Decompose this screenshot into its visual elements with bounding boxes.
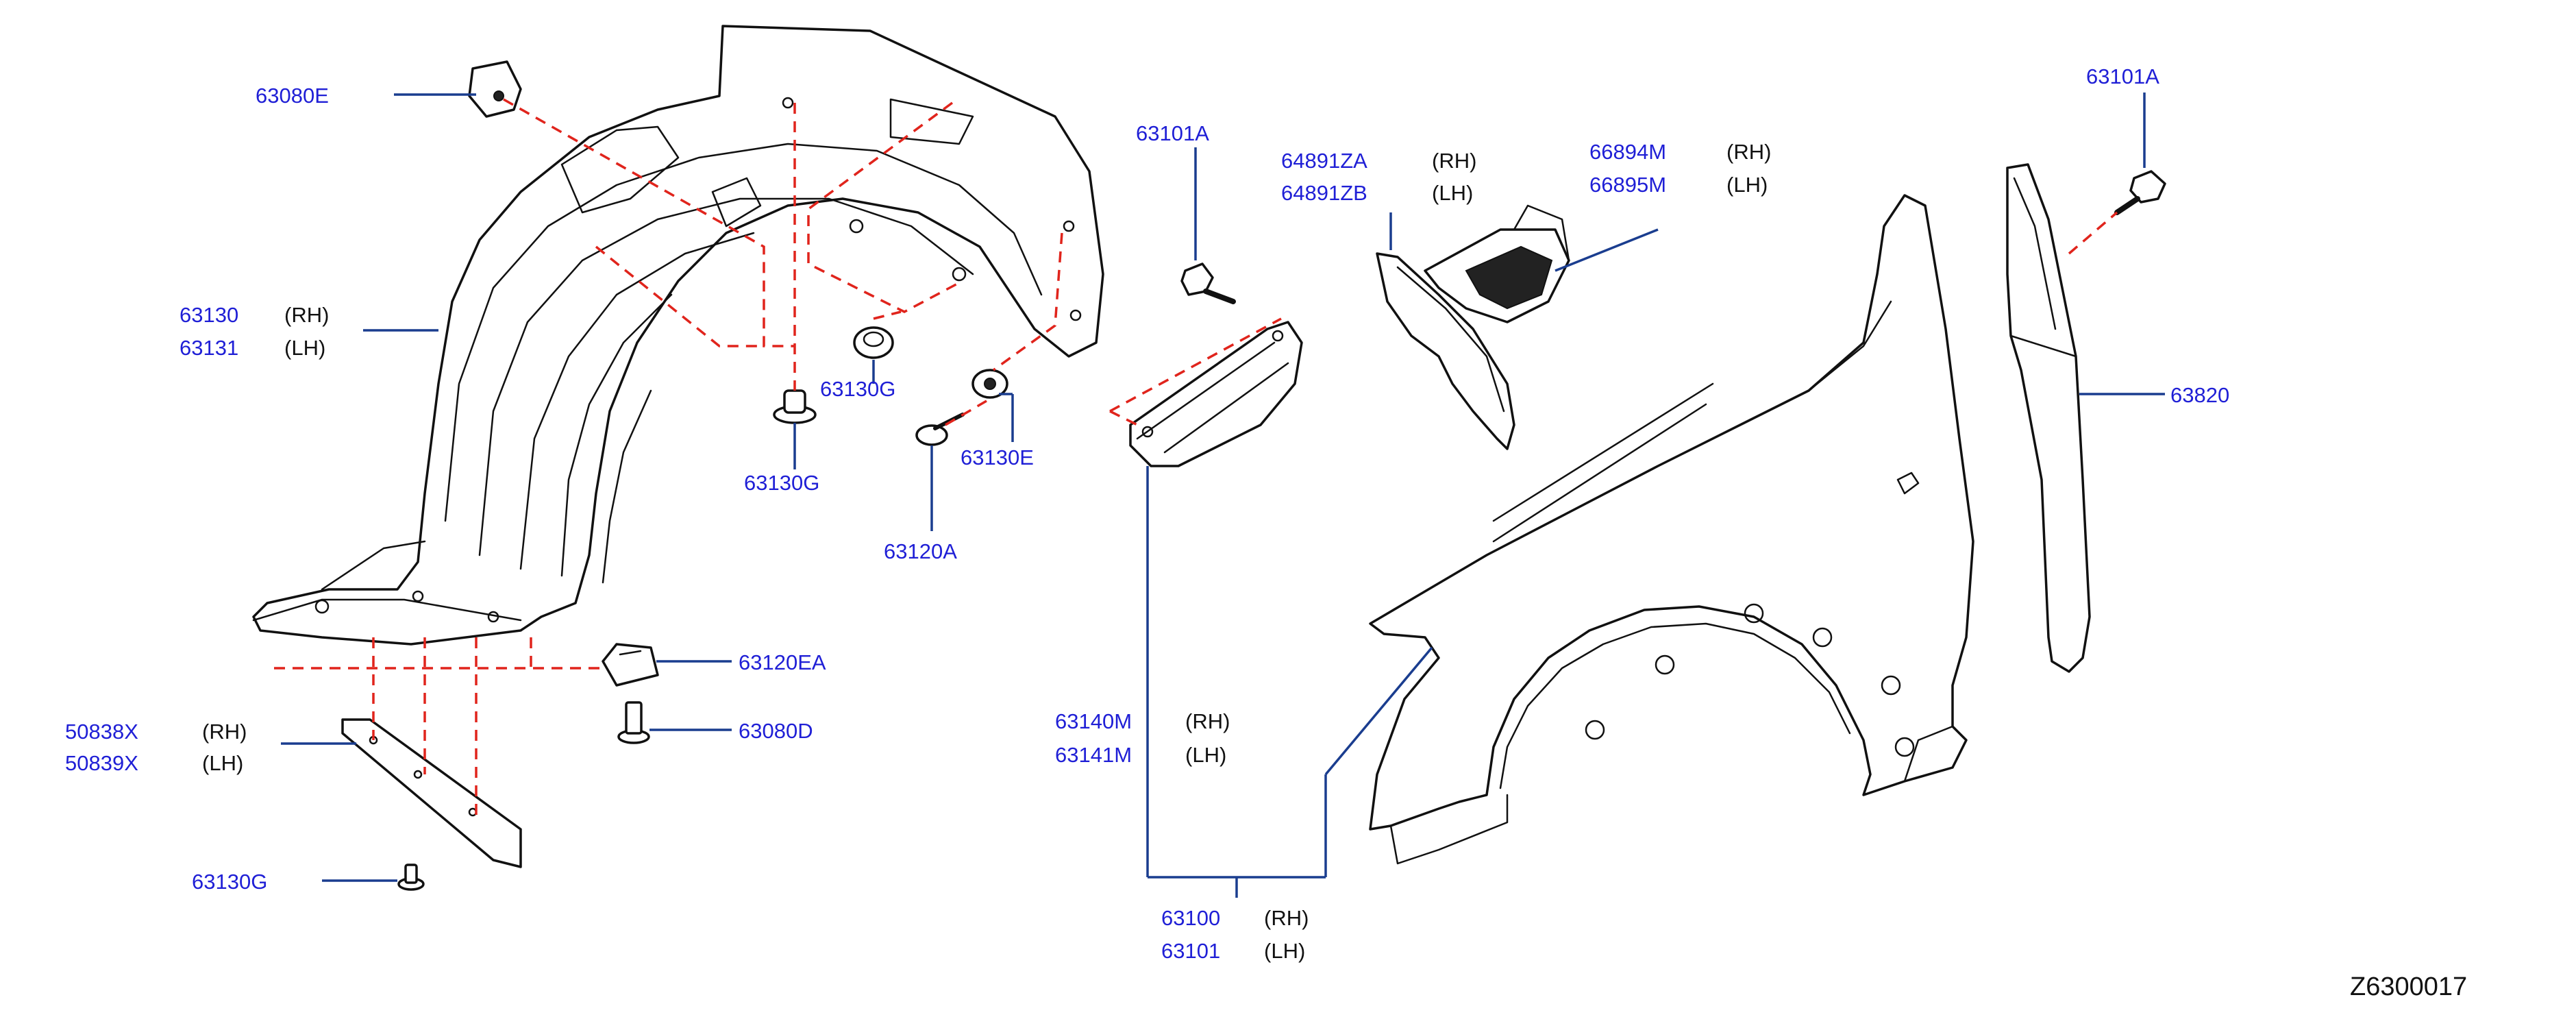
fender-seal-drawing [2006,163,2091,673]
callout-64891ZA: 64891ZA (RH) 64891ZB (LH) [1281,149,1476,205]
part-number: 63131 [179,336,238,360]
callout-63120EA: 63120EA [739,650,826,674]
side-label: (LH) [1726,173,1768,197]
side-label: (LH) [1264,939,1305,963]
part-number: 63120EA [739,650,826,674]
side-label: (RH) [1264,906,1309,930]
side-label: (RH) [1726,140,1771,164]
fender-insulator-drawing [1376,252,1515,450]
part-number: 63100 [1161,906,1220,930]
side-label: (LH) [202,751,243,775]
callout-63101A-left: 63101A [1136,121,1209,145]
callout-63120A: 63120A [884,539,957,563]
fastener-paths [274,98,2118,816]
part-number: 63130G [744,471,819,495]
part-number: 64891ZA [1281,149,1367,173]
callout-63080D: 63080D [739,719,813,743]
seal-panel-drawing [1424,204,1570,323]
callout-63140M: 63140M (RH) 63141M (LH) [1055,709,1230,767]
part-number: 63101A [1136,121,1209,145]
part-number: 63820 [2170,383,2229,407]
side-label: (LH) [1185,743,1226,767]
clip-63080E-icon [468,60,522,118]
callout-63130G-center: 63130G [744,471,819,495]
part-number: 63080E [256,84,329,108]
callout-63100: 63100 (RH) 63101 (LH) [1161,906,1309,963]
grommet-63130E-icon [971,369,1008,399]
clip-63130G-center-icon [773,389,817,424]
part-number: 64891ZB [1281,181,1367,205]
callout-63130G-lower: 63130G [192,870,267,894]
part-number: 63141M [1055,743,1132,767]
callout-63130: 63130 (RH) 63131 (LH) [179,303,329,360]
part-number: 63120A [884,539,957,563]
callout-63080E: 63080E [256,84,329,108]
part-number: 66895M [1589,173,1666,197]
callout-50838X: 50838X (RH) 50839X (LH) [65,720,247,775]
part-number: 63130E [961,445,1034,469]
part-number: 63140M [1055,709,1132,733]
callout-66894M: 66894M (RH) 66895M (LH) [1589,140,1771,197]
part-number: 63130G [820,377,895,401]
callout-63820: 63820 [2170,383,2229,407]
part-number: 50838X [65,720,138,744]
side-label: (RH) [202,720,247,744]
callout-63101A-right: 63101A [2086,64,2159,88]
callout-63130E: 63130E [961,445,1034,469]
front-fender-drawing [1369,194,1974,865]
diagram-reference: Z6300017 [2350,972,2467,1001]
side-label: (LH) [1432,181,1473,205]
part-number: 50839X [65,751,138,775]
splash-guard-drawing [341,718,522,868]
bolt-63080D-icon [617,701,650,744]
callout-63130G-upper: 63130G [820,377,895,401]
side-label: (RH) [1432,149,1476,173]
clip-63130G-upper-icon [853,326,894,359]
part-number: 63130G [192,870,267,894]
screw-63120A-icon [915,413,965,446]
part-number: 63130 [179,303,238,327]
leader-lines [281,93,2165,898]
part-number: 63080D [739,719,813,743]
side-label: (LH) [284,336,325,360]
side-label: (RH) [284,303,329,327]
fender-protector-drawing [252,25,1104,646]
part-number: 63101A [2086,64,2159,88]
bolt-63101A-right-icon [2114,170,2166,215]
bolt-63101A-left-icon [1180,262,1236,304]
side-label: (RH) [1185,709,1230,733]
part-number: 63101 [1161,939,1220,963]
part-number: 66894M [1589,140,1666,164]
clip-63130G-lower-icon [397,863,425,891]
fender-bracket-drawing [1129,321,1303,467]
nut-clip-63120EA-icon [602,643,659,687]
